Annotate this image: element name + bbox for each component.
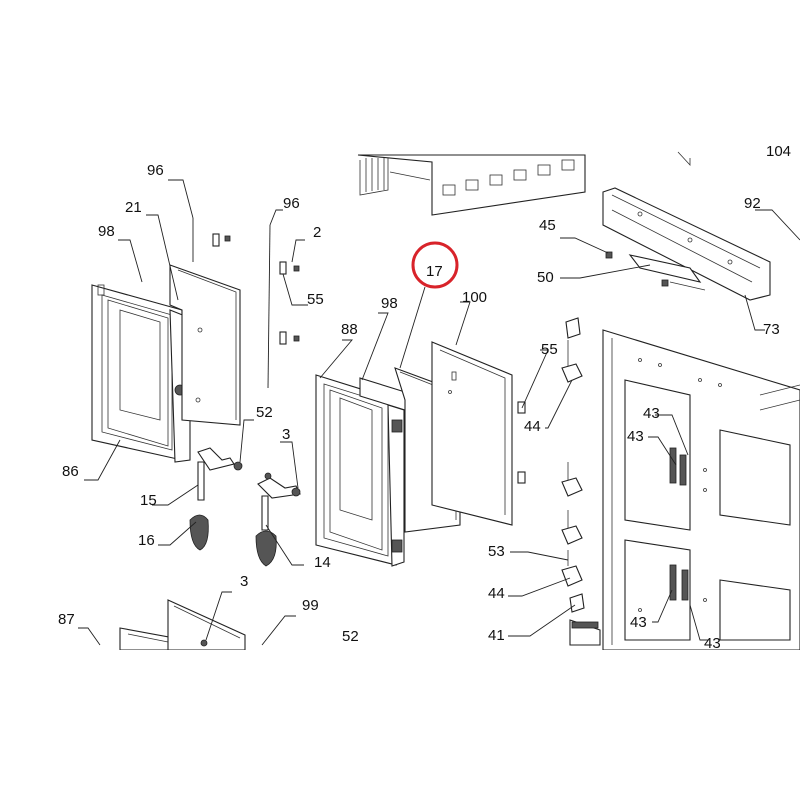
bottom-whitespace [0,650,800,800]
label-44-upper: 44 [524,418,541,435]
clip-middle-bottom [279,331,287,345]
label-96-left: 96 [147,162,164,179]
label-96-middle: 96 [283,195,300,212]
main-housing [569,329,800,651]
label-99: 99 [302,597,319,614]
label-14: 14 [314,554,331,571]
label-41: 41 [488,627,505,644]
top-right-fragment [677,151,691,167]
bottom-door [119,599,246,651]
label-86: 86 [62,463,79,480]
label-44-lower: 44 [488,585,505,602]
label-92: 92 [744,195,761,212]
hinge-hardware [517,317,585,613]
left-door-glass [169,264,241,426]
label-104: 104 [766,143,791,160]
label-52-lower: 52 [342,628,359,645]
label-100: 100 [462,289,487,306]
label-43-bottom: 43 [704,635,721,652]
label-55-left: 55 [307,291,324,308]
label-2: 2 [313,224,321,241]
clip-middle-top [279,261,287,275]
label-43-top: 43 [643,405,660,422]
middle-handle-set [255,472,301,567]
label-16: 16 [138,532,155,549]
label-21: 21 [125,199,142,216]
label-43-second: 43 [627,428,644,445]
left-door [91,284,191,463]
label-43-third: 43 [630,614,647,631]
label-55-right: 55 [541,341,558,358]
label-17: 17 [426,263,443,280]
label-50: 50 [537,269,554,286]
label-3-lower: 3 [240,573,248,590]
rail-bracket [602,187,771,301]
rod-middle [267,224,271,389]
label-73: 73 [763,321,780,338]
left-handle-set [189,447,243,551]
highlight-circle [411,241,459,289]
part-labels: 96 21 98 86 15 16 96 2 55 52 3 14 88 98 … [58,143,791,652]
label-3-upper: 3 [282,426,290,443]
label-98-middle: 98 [381,295,398,312]
back-panel-top [357,154,586,216]
label-87: 87 [58,611,75,628]
leader-lines [78,179,800,646]
middle-door [315,374,405,567]
clip-left [212,233,220,247]
label-98-left: 98 [98,223,115,240]
label-15: 15 [140,492,157,509]
label-45: 45 [539,217,556,234]
label-52-upper: 52 [256,404,273,421]
label-88: 88 [341,321,358,338]
panel-100 [431,341,513,526]
label-53: 53 [488,543,505,560]
